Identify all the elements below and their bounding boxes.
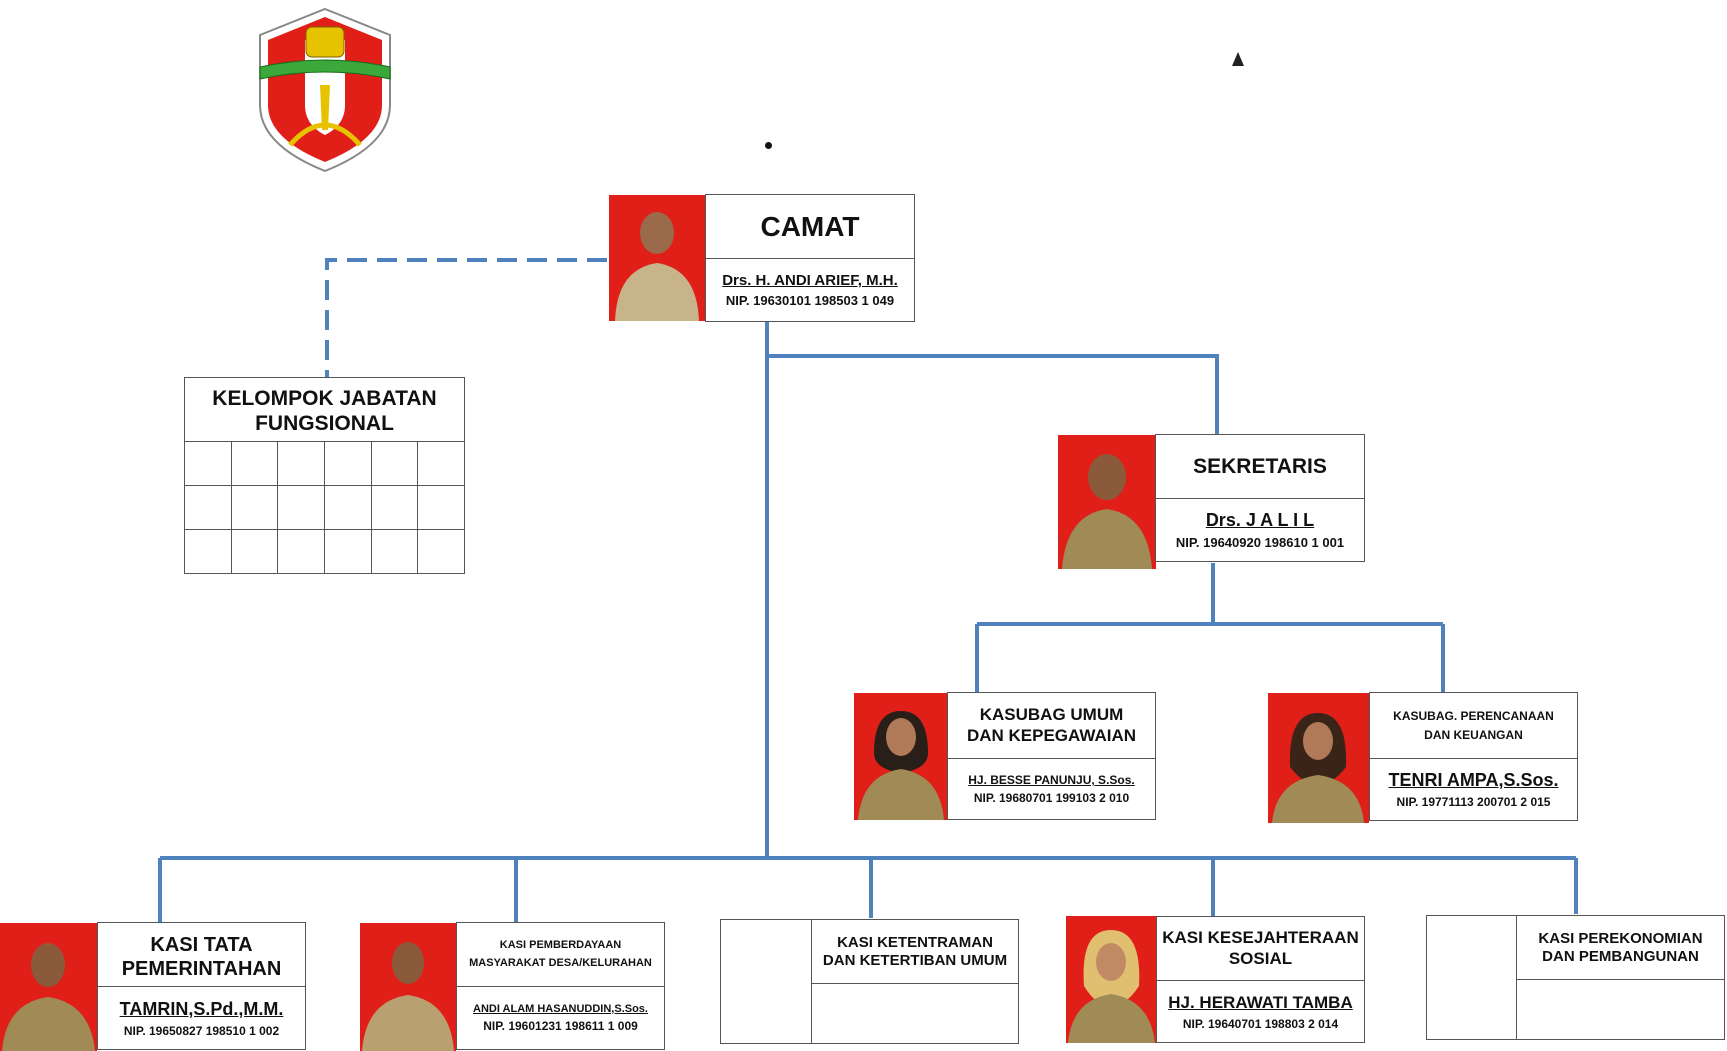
sekretaris-photo — [1058, 435, 1156, 569]
dashed-connector-fungsional — [325, 258, 607, 378]
kasi-kesejahteraan-photo — [1066, 916, 1157, 1043]
kasi-pemberdayaan-title-line1: KASI PEMBERDAYAAN — [499, 939, 622, 952]
kasi-kesejahteraan-title-line2: SOSIAL — [1228, 948, 1293, 968]
kasi-perekonomian-title: KASI PEREKONOMIAN DAN PEMBANGUNAN — [1517, 916, 1724, 980]
camat-photo — [609, 195, 705, 321]
kasi-pemberdayaan-box: KASI PEMBERDAYAAN MASYARAKAT DESA/KELURA… — [456, 922, 665, 1050]
kasubag-perencanaan-title-line2: DAN KEUANGAN — [1424, 727, 1523, 742]
sekretaris-name: Drs. J A L I L — [1205, 510, 1315, 530]
kasubag-umum-title-line1: KASUBAG UMUM — [979, 705, 1124, 725]
kasi-kesejahteraan-title: KASI KESEJAHTERAAN SOSIAL — [1157, 917, 1364, 981]
fungsional-box: KELOMPOK JABATAN FUNGSIONAL — [184, 377, 465, 441]
camat-nip: NIP. 19630101 198503 1 049 — [725, 293, 895, 308]
kasubag-umum-photo — [854, 693, 948, 820]
kasi-ketentraman-photo-placeholder — [720, 919, 812, 1044]
kasi-ketentraman-box: KASI KETENTRAMAN DAN KETERTIBAN UMUM — [811, 919, 1019, 1044]
sekretaris-title: SEKRETARIS — [1156, 435, 1364, 499]
emblem-logo — [250, 5, 400, 175]
dot-mark-icon — [765, 142, 772, 149]
kasi-pemberdayaan-title-line2: MASYARAKAT DESA/KELURAHAN — [469, 956, 652, 969]
kasubag-umum-box: KASUBAG UMUM DAN KEPEGAWAIAN HJ. BESSE P… — [947, 692, 1156, 820]
kasi-kesejahteraan-title-line1: KASI KESEJAHTERAAN — [1162, 928, 1359, 948]
kasi-perekonomian-photo-placeholder — [1426, 915, 1517, 1040]
fungsional-title: KELOMPOK JABATAN FUNGSIONAL — [212, 387, 437, 436]
kasubag-perencanaan-title: KASUBAG. PERENCANAAN DAN KEUANGAN — [1370, 693, 1577, 759]
kasi-tata-photo — [0, 923, 97, 1051]
kasi-ketentraman-title-line2: DAN KETERTIBAN UMUM — [822, 951, 1008, 969]
kasi-perekonomian-box: KASI PEREKONOMIAN DAN PEMBANGUNAN — [1516, 915, 1725, 1040]
kasi-ketentraman-title-line1: KASI KETENTRAMAN — [837, 933, 993, 951]
kasi-pemberdayaan-photo — [360, 923, 456, 1051]
sekretaris-box: SEKRETARIS Drs. J A L I L NIP. 19640920 … — [1155, 434, 1365, 562]
triangle-mark-icon — [1232, 52, 1244, 66]
kasi-perekonomian-title-line2: DAN PEMBANGUNAN — [1542, 947, 1699, 965]
kasi-tata-box: KASI TATA PEMERINTAHAN TAMRIN,S.Pd.,M.M.… — [97, 922, 306, 1050]
kasubag-perencanaan-nip: NIP. 19771113 200701 2 015 — [1396, 795, 1551, 809]
kasi-kesejahteraan-nip: NIP. 19640701 198803 2 014 — [1182, 1016, 1339, 1031]
camat-box: CAMAT Drs. H. ANDI ARIEF, M.H. NIP. 1963… — [705, 194, 915, 322]
kasi-pemberdayaan-name: ANDI ALAM HASANUDDIN,S.Sos. — [473, 1003, 648, 1015]
kasi-ketentraman-title: KASI KETENTRAMAN DAN KETERTIBAN UMUM — [812, 920, 1018, 984]
kasubag-umum-nip: NIP. 19680701 199103 2 010 — [973, 791, 1130, 805]
kasi-pemberdayaan-title: KASI PEMBERDAYAAN MASYARAKAT DESA/KELURA… — [457, 923, 664, 987]
kasi-tata-nip: NIP. 19650827 198510 1 002 — [123, 1023, 280, 1038]
kasubag-perencanaan-title-line1: KASUBAG. PERENCANAAN — [1393, 709, 1554, 724]
kasi-kesejahteraan-name: HJ. HERAWATI TAMBA — [1168, 992, 1353, 1012]
kasubag-perencanaan-name: TENRI AMPA,S.Sos. — [1388, 770, 1559, 790]
connector-to-sekretaris — [767, 354, 1219, 434]
sekretaris-nip: NIP. 19640920 198610 1 001 — [1175, 535, 1345, 550]
kasi-perekonomian-title-line1: KASI PEREKONOMIAN — [1538, 929, 1703, 947]
kasi-pemberdayaan-nip: NIP. 19601231 198611 1 009 — [483, 1019, 638, 1033]
kasi-tata-title: KASI TATA PEMERINTAHAN — [98, 923, 305, 987]
kasi-kesejahteraan-box: KASI KESEJAHTERAAN SOSIAL HJ. HERAWATI T… — [1156, 916, 1365, 1043]
kasubag-umum-name: HJ. BESSE PANUNJU, S.Sos. — [968, 773, 1135, 787]
kasubag-umum-title: KASUBAG UMUM DAN KEPEGAWAIAN — [948, 693, 1155, 759]
kasi-tata-name: TAMRIN,S.Pd.,M.M. — [119, 998, 284, 1019]
fungsional-grid — [184, 441, 465, 574]
kasubag-perencanaan-box: KASUBAG. PERENCANAAN DAN KEUANGAN TENRI … — [1369, 692, 1578, 821]
camat-name: Drs. H. ANDI ARIEF, M.H. — [722, 272, 898, 289]
camat-title: CAMAT — [706, 195, 914, 259]
kasubag-umum-title-line2: DAN KEPEGAWAIAN — [966, 725, 1137, 745]
kasubag-perencanaan-photo — [1268, 693, 1369, 823]
